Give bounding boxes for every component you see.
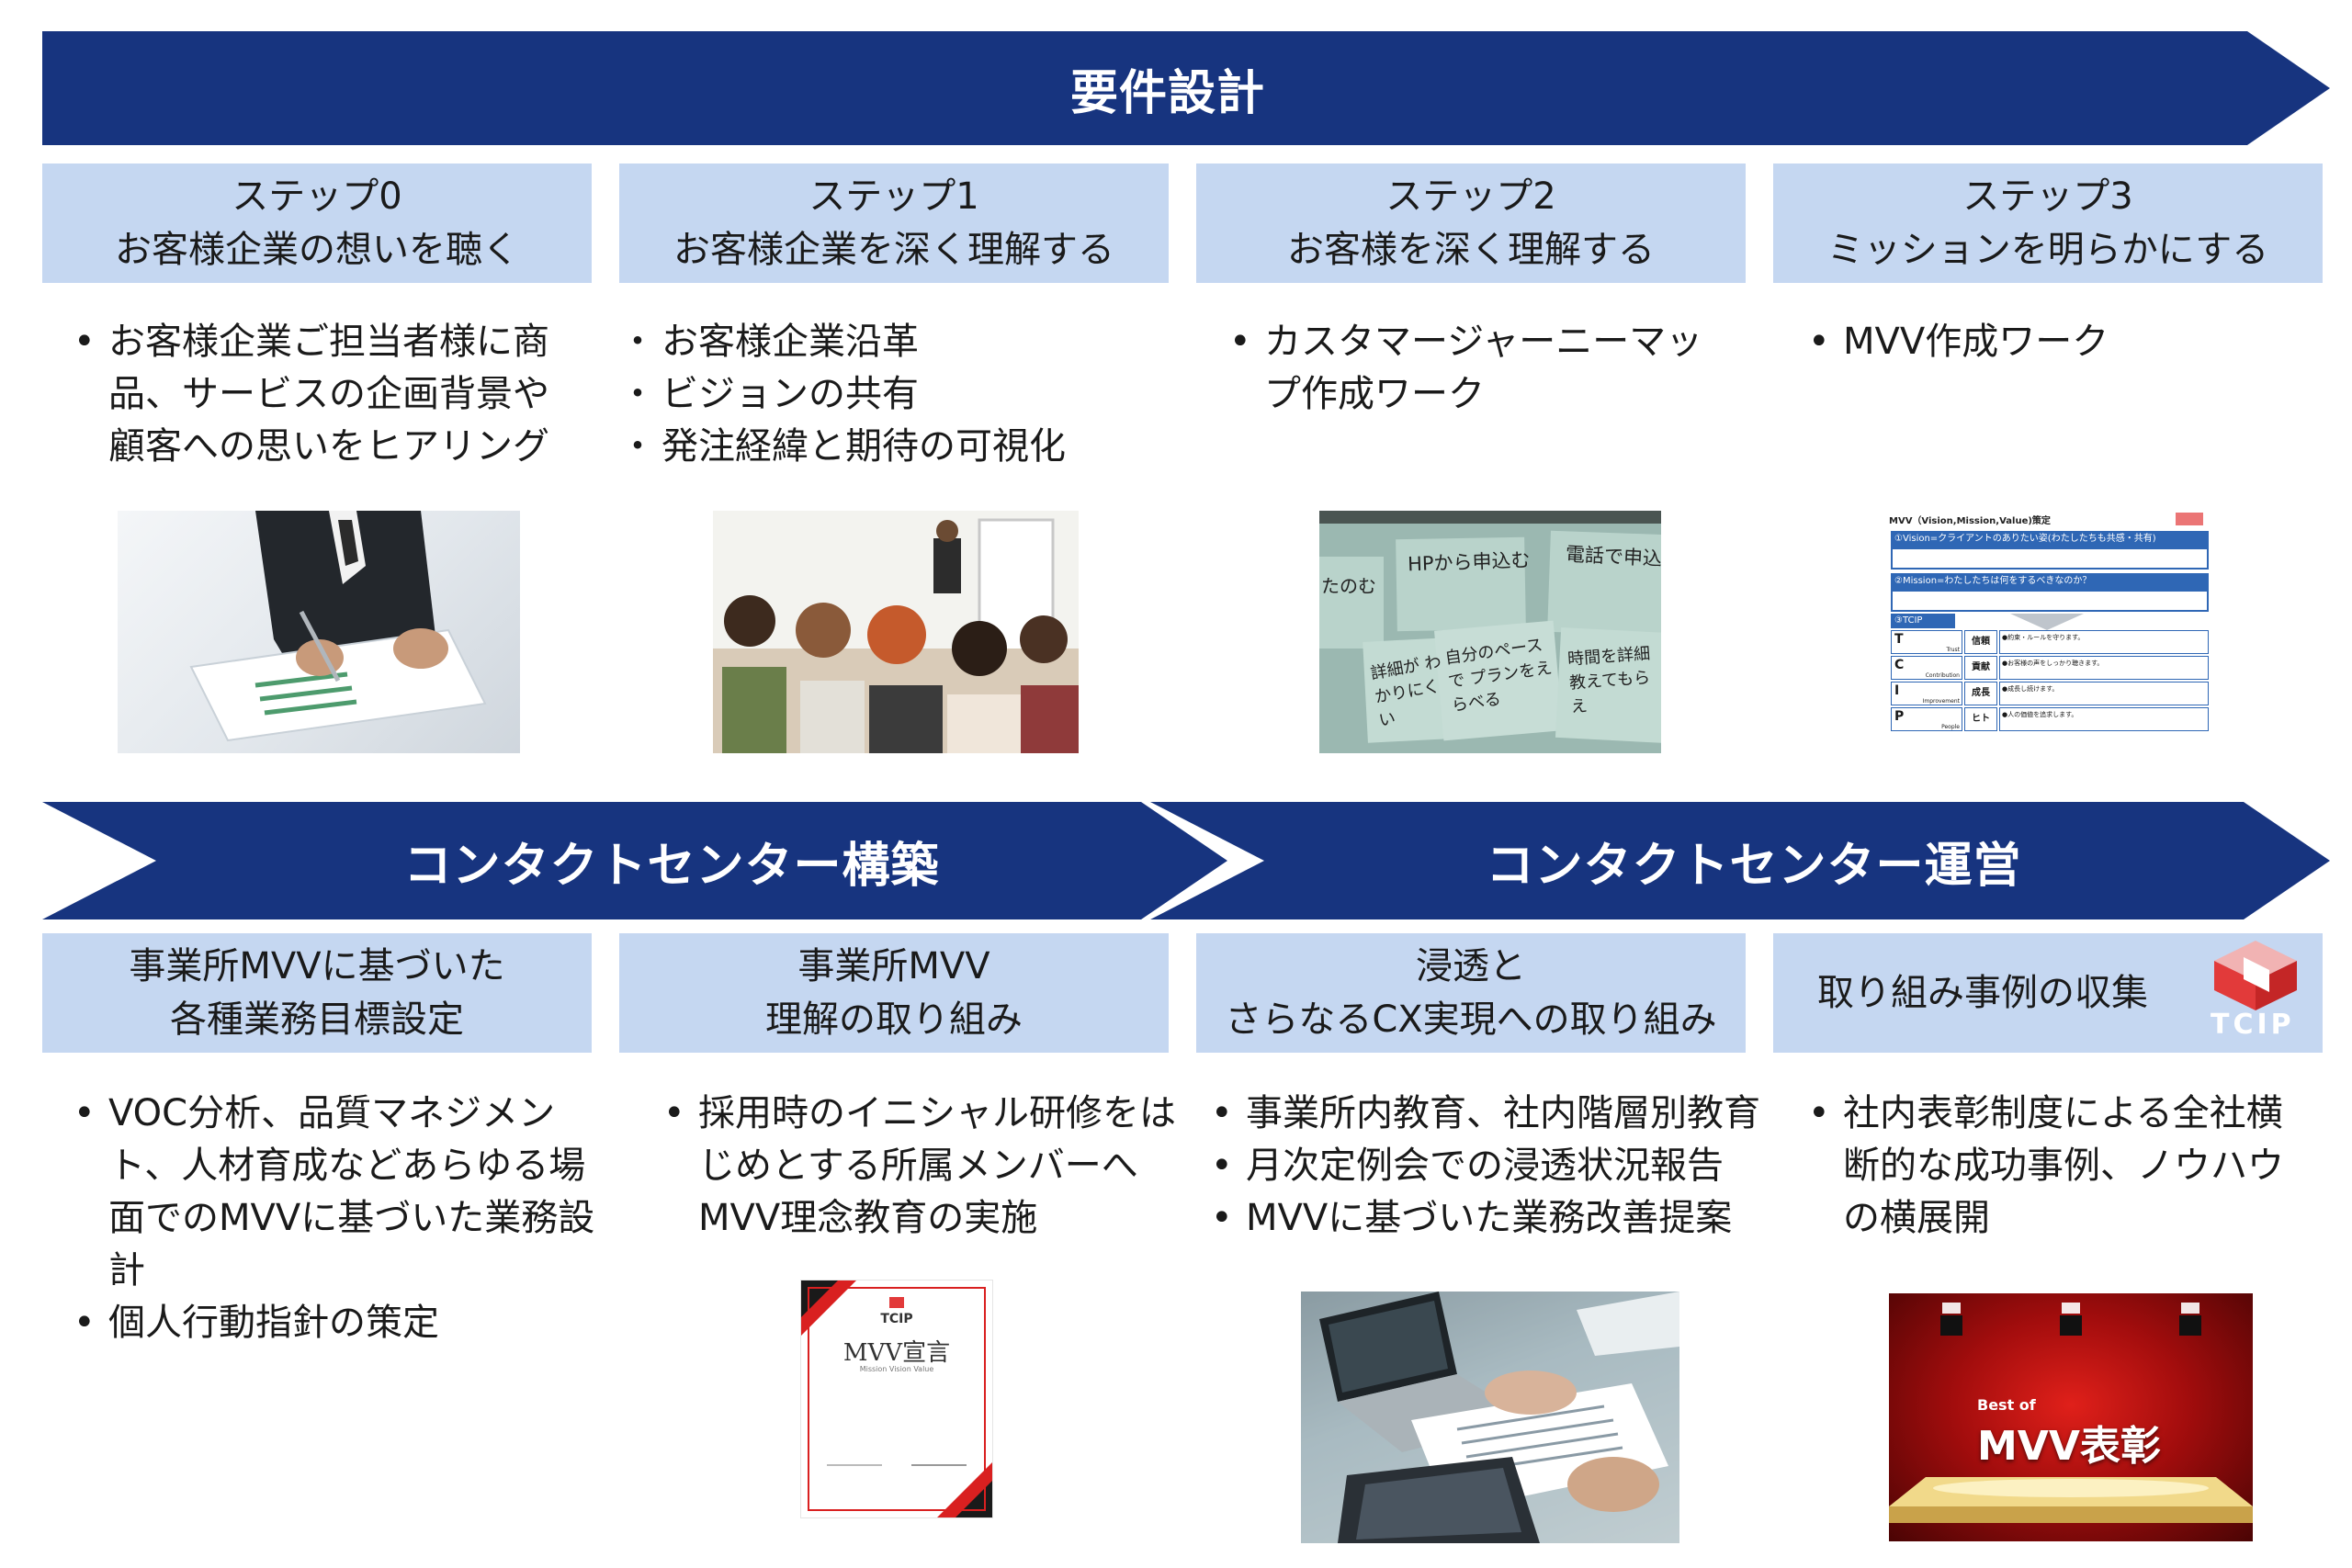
tcip-letter: C — [1894, 658, 1905, 672]
tcip-word: Trust — [1946, 647, 1960, 653]
task3-bullets: 社内表彰制度による全社横断的な成功事例、ノウハウの横展開 — [1801, 1088, 2315, 1245]
certificate-footer — [827, 1464, 882, 1466]
signing-photo — [118, 511, 520, 753]
slide-mission-bar: ②Mission=わたしたちは何をするべきなのか？ — [1891, 573, 2209, 590]
step3-bullets: MVV作成ワーク — [1801, 316, 2315, 368]
mvv-certificate: TCIP MVV宣言 Mission Vision Value — [801, 1280, 992, 1517]
award-title: MVV表彰 — [1977, 1423, 2161, 1470]
list-item: 事業所内教育、社内階層別教育 — [1204, 1088, 1773, 1140]
step-title: ミッションを明らかにする — [1826, 229, 2269, 271]
list-item: ビジョンの共有 — [619, 368, 1170, 421]
tcip-text: ●約束・ルールを守ります。 — [1999, 630, 2209, 654]
step-box-0: ステップ0 お客様企業の想いを聴く — [42, 164, 592, 283]
slide-tcip-table: T Trust 信頼 ●約束・ルールを守ります。 C Contribution … — [1891, 630, 2209, 733]
tcip-text: ●人の価値を追求します。 — [1999, 707, 2209, 731]
tcip-logo: TCIP — [2205, 939, 2306, 1047]
award-stage-image: Best of MVV表彰 — [1889, 1293, 2253, 1541]
tcip-jp: 成長 — [1964, 682, 1997, 705]
step-title: お客様企業の想いを聴く — [115, 229, 519, 271]
sticky-notes-photo: HPから申込む 電話で申込 たのむ 自分のペースで プランをえらべる 時間を詳細… — [1319, 511, 1661, 753]
certificate-title: MVV宣言 — [842, 1339, 951, 1367]
sticky-note-text: HPから申込む — [1407, 548, 1531, 576]
tcip-text: ●お客様の声をしっかり聴きます。 — [1999, 656, 2209, 680]
sticky-note-text: たのむ — [1321, 575, 1376, 597]
slide-logo — [2176, 513, 2203, 525]
task-label: 事業所MVV — [797, 945, 990, 987]
task2-bullets: 事業所内教育、社内階層別教育 月次定例会での浸透状況報告 MVVに基づいた業務改… — [1204, 1088, 1773, 1245]
sticky-note — [1319, 557, 1384, 649]
step-label: ステップ2 — [1385, 175, 1556, 218]
list-item: VOC分析、品質マネジメント、人材育成などあらゆる場面でのMVVに基づいた業務設… — [66, 1088, 599, 1297]
slide-mission-box — [1891, 590, 2209, 612]
step-label: ステップ3 — [1962, 175, 2133, 218]
slide-arrow — [2010, 614, 2084, 630]
step-title: お客様企業を深く理解する — [673, 229, 1114, 271]
build-title: コンタクトセンター構築 — [403, 838, 940, 894]
tcip-jp: 信頼 — [1964, 630, 1997, 654]
step-title: お客様を深く理解する — [1287, 229, 1655, 271]
operate-banner: コンタクトセンター運営 — [1150, 802, 2330, 919]
tcip-logo-icon — [2214, 941, 2297, 1010]
step-box-3: ステップ3 ミッションを明らかにする — [1773, 164, 2323, 283]
sticky-note-text: 自分のペースで プランをえらべる — [1443, 635, 1554, 716]
list-item: カスタマージャーニーマップ作成ワーク — [1222, 316, 1736, 421]
build-banner: コンタクトセンター構築 — [42, 802, 1227, 919]
list-item: 月次定例会での浸透状況報告 — [1204, 1140, 1773, 1192]
sticky-note-text: 電話で申込 — [1565, 543, 1661, 570]
certificate-signature — [911, 1464, 967, 1466]
slide-tcip-bar: ③TCIP — [1891, 614, 1955, 628]
list-item: 発注経緯と期待の可視化 — [619, 421, 1170, 473]
tcip-letter: I — [1894, 683, 1900, 698]
tcip-word: People — [1941, 724, 1960, 730]
task-title: 取り組み事例の収集 — [1817, 972, 2148, 1014]
task1-bullets: 採用時のイニシャル研修をはじめとする所属メンバーへMVV理念教育の実施 — [656, 1088, 1176, 1245]
list-item: 採用時のイニシャル研修をはじめとする所属メンバーへMVV理念教育の実施 — [656, 1088, 1176, 1245]
certificate-subtitle: Mission Vision Value — [859, 1365, 934, 1373]
step-label: ステップ0 — [232, 175, 402, 218]
list-item: MVV作成ワーク — [1801, 316, 2315, 368]
laptop-desk-photo — [1301, 1292, 1679, 1543]
task-title: さらなるCX実現への取り組み — [1225, 998, 1717, 1041]
task0-bullets: VOC分析、品質マネジメント、人材育成などあらゆる場面でのMVVに基づいた業務設… — [66, 1088, 599, 1349]
task-title: 各種業務目標設定 — [170, 998, 464, 1041]
task-title: 理解の取り組み — [765, 998, 1023, 1041]
requirements-banner: 要件設計 — [42, 31, 2330, 145]
tcip-word: Contribution — [1925, 672, 1960, 679]
operate-title: コンタクトセンター運営 — [1486, 838, 2022, 894]
task-box-2: 浸透と さらなるCX実現への取り組み — [1196, 933, 1746, 1053]
task-box-1: 事業所MVV 理解の取り組み — [619, 933, 1169, 1053]
tcip-jp: 貢献 — [1964, 656, 1997, 680]
list-item: MVVに基づいた業務改善提案 — [1204, 1192, 1773, 1245]
task-label: 浸透と — [1416, 945, 1526, 987]
list-item: お客様企業沿革 — [619, 316, 1170, 368]
award-small-text: Best of — [1977, 1396, 2036, 1414]
mvv-slide: MVV（Vision,Mission,Value)策定 ①Vision=クライア… — [1882, 511, 2216, 744]
task-label: 事業所MVVに基づいた — [129, 945, 505, 987]
tcip-letter: T — [1894, 632, 1904, 647]
slide-vision-box — [1891, 547, 2209, 570]
list-item: 個人行動指針の策定 — [66, 1297, 599, 1349]
slide-vision-bar: ①Vision=クライアントのありたい姿(わたしたちも共感・共有) — [1891, 531, 2209, 547]
tcip-jp: ヒト — [1964, 707, 1997, 731]
certificate-brand: TCIP — [880, 1312, 913, 1326]
tcip-letter: P — [1894, 709, 1905, 724]
tcip-text: ●成長し続けます。 — [1999, 682, 2209, 705]
tcip-word: Improvement — [1922, 698, 1960, 705]
list-item: お客様企業ご担当者様に商品、サービスの企画背景や顧客への思いをヒアリング — [66, 316, 581, 473]
seminar-photo — [713, 511, 1079, 753]
step-label: ステップ1 — [808, 175, 979, 218]
step-box-1: ステップ1 お客様企業を深く理解する — [619, 164, 1169, 283]
step1-bullets: お客様企業沿革 ビジョンの共有 発注経緯と期待の可視化 — [619, 316, 1170, 473]
slide-title: MVV（Vision,Mission,Value)策定 — [1889, 516, 2051, 526]
step-box-2: ステップ2 お客様を深く理解する — [1196, 164, 1746, 283]
list-item: 社内表彰制度による全社横断的な成功事例、ノウハウの横展開 — [1801, 1088, 2315, 1245]
requirements-title: 要件設計 — [1069, 65, 1265, 121]
sticky-note-text: 時間を詳細 教えてもらえ — [1566, 644, 1651, 717]
task-box-0: 事業所MVVに基づいた 各種業務目標設定 — [42, 933, 592, 1053]
step0-bullets: お客様企業ご担当者様に商品、サービスの企画背景や顧客への思いをヒアリング — [66, 316, 581, 473]
tcip-logo-text: TCIP — [2211, 1009, 2295, 1041]
sticky-note-text: 詳細が わかりにくい — [1369, 652, 1443, 731]
step2-bullets: カスタマージャーニーマップ作成ワーク — [1222, 316, 1736, 421]
